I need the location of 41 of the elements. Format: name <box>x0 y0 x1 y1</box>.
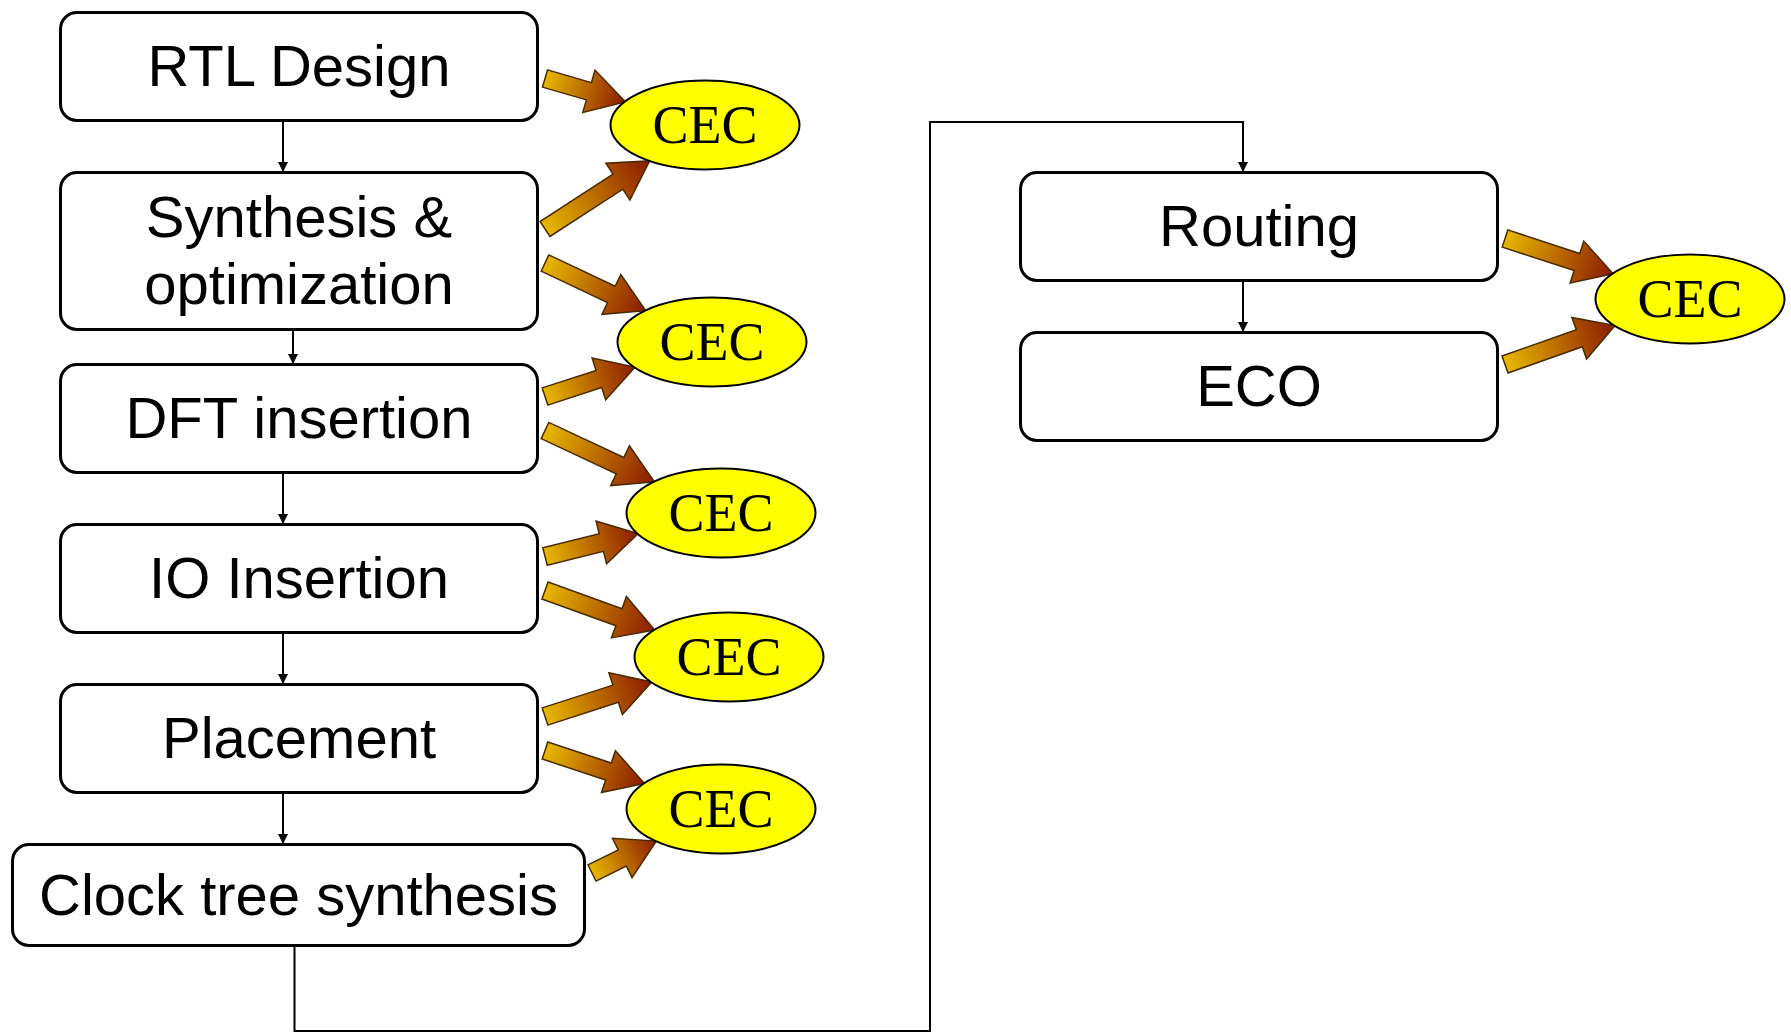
step-label: RTL Design <box>147 33 451 100</box>
step-label: IO Insertion <box>149 545 449 612</box>
arrow <box>278 121 288 172</box>
arrow <box>1238 281 1248 332</box>
check-label: CEC <box>652 94 758 156</box>
check-label: CEC <box>676 626 782 688</box>
arrow <box>278 793 288 844</box>
step-label: Synthesis & optimization <box>143 184 455 318</box>
arrow <box>288 330 298 364</box>
arrow <box>278 473 288 524</box>
process-box <box>59 683 539 794</box>
step-label: Routing <box>1159 193 1359 260</box>
arrow <box>293 121 1248 1032</box>
block-arrow <box>540 581 657 639</box>
step-label: Clock tree synthesis <box>39 861 558 929</box>
step-label: Placement <box>162 705 436 772</box>
block-arrow <box>539 160 651 238</box>
block-arrow <box>541 68 627 114</box>
block-arrow <box>540 421 656 487</box>
block-arrow <box>1501 316 1617 374</box>
process-box <box>59 363 539 474</box>
block-arrow <box>1501 228 1615 284</box>
step-label: ECO <box>1196 353 1322 420</box>
process-box <box>59 11 539 122</box>
process-box <box>1019 331 1499 442</box>
block-arrow <box>541 520 640 567</box>
process-box <box>59 171 539 331</box>
block-arrow <box>540 253 648 316</box>
check-label: CEC <box>668 778 774 840</box>
check-label: CEC <box>668 482 774 544</box>
process-box <box>11 843 586 947</box>
block-arrow <box>541 741 646 794</box>
check-label: CEC <box>1637 268 1743 330</box>
block-arrow <box>541 357 637 407</box>
process-box <box>59 523 539 634</box>
process-box <box>1019 171 1499 282</box>
check-label: CEC <box>659 311 765 373</box>
step-label: DFT insertion <box>125 385 473 452</box>
block-arrow <box>587 837 658 883</box>
arrow <box>278 633 288 684</box>
block-arrow <box>541 671 654 727</box>
